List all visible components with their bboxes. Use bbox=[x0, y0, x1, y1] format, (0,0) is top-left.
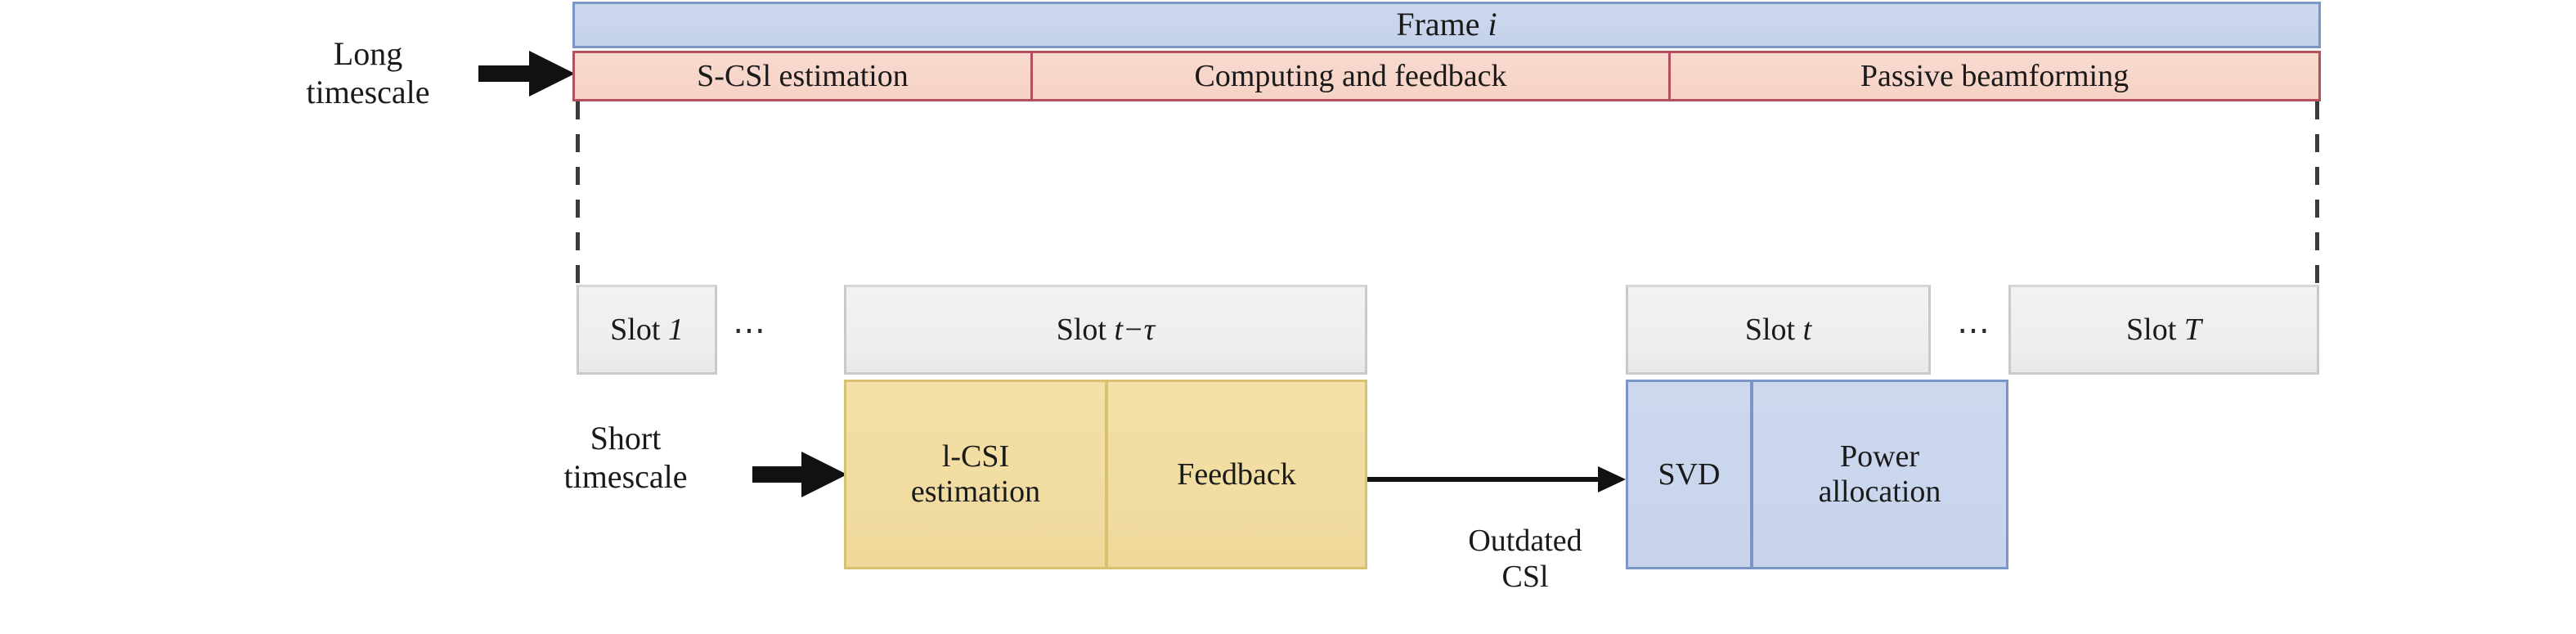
outdated-csi-note: Outdated CSl bbox=[1390, 524, 1660, 595]
task-feedback[interactable]: Feedback bbox=[1106, 380, 1367, 569]
task-power-allocation[interactable]: Power allocation bbox=[1751, 380, 2008, 569]
short-timescale-label-line1: Short bbox=[590, 420, 662, 456]
frame-bar: Frame i bbox=[572, 2, 2321, 48]
phase-divider-2 bbox=[1668, 53, 1671, 99]
phase-divider-1 bbox=[1030, 53, 1033, 99]
short-timescale-label: Short timescale bbox=[499, 419, 752, 496]
task-l-csi-estimation-label: l-CSI estimation bbox=[910, 439, 1041, 509]
slot-box-T-label: Slot T bbox=[2126, 312, 2201, 347]
frame-index-italic: i bbox=[1488, 6, 1497, 43]
outdated-csi-arrow-icon bbox=[1367, 466, 1626, 492]
dashed-guide-right bbox=[2315, 101, 2319, 283]
slot-box-T[interactable]: Slot T bbox=[2008, 285, 2319, 375]
slot-ellipsis-left: ⋯ bbox=[726, 285, 775, 375]
long-timescale-label: Long timescale bbox=[245, 34, 491, 111]
slot-box-1[interactable]: Slot 1 bbox=[577, 285, 717, 375]
phase-computing-and-feedback[interactable]: Computing and feedback bbox=[1033, 53, 1668, 99]
slot-box-1-label: Slot 1 bbox=[610, 312, 684, 347]
short-timescale-label-line2: timescale bbox=[563, 458, 688, 496]
short-timescale-arrow-icon bbox=[752, 452, 847, 497]
slot-box-t-minus-tau-label: Slot t−τ bbox=[1056, 312, 1156, 347]
frame-bar-label: Frame i bbox=[1396, 6, 1497, 43]
long-timescale-bar: S-CSl estimation Computing and feedback … bbox=[572, 51, 2321, 101]
task-svd-label: SVD bbox=[1658, 456, 1721, 492]
task-feedback-label: Feedback bbox=[1177, 456, 1296, 492]
task-power-allocation-label: Power allocation bbox=[1818, 439, 1941, 509]
task-l-csi-estimation[interactable]: l-CSI estimation bbox=[844, 380, 1107, 569]
phase-s-csi-estimation[interactable]: S-CSl estimation bbox=[575, 53, 1030, 99]
phase-s-csi-estimation-label: S-CSl estimation bbox=[697, 58, 909, 93]
slot-box-t-label: Slot t bbox=[1744, 312, 1812, 347]
phase-passive-beamforming[interactable]: Passive beamforming bbox=[1671, 53, 2318, 99]
outdated-csi-note-line2: CSl bbox=[1501, 559, 1549, 594]
slot-box-t[interactable]: Slot t bbox=[1626, 285, 1931, 375]
slot-ellipsis-left-glyph: ⋯ bbox=[733, 311, 769, 348]
long-timescale-label-line1: Long bbox=[333, 35, 403, 72]
slot-ellipsis-right-glyph: ⋯ bbox=[1957, 311, 1993, 348]
long-timescale-arrow-icon bbox=[478, 51, 575, 97]
phase-passive-beamforming-label: Passive beamforming bbox=[1860, 58, 2129, 93]
slot-ellipsis-right: ⋯ bbox=[1950, 285, 1999, 375]
phase-computing-and-feedback-label: Computing and feedback bbox=[1194, 58, 1507, 93]
long-timescale-label-line2: timescale bbox=[306, 74, 430, 111]
dashed-guide-left bbox=[576, 101, 580, 283]
slot-box-t-minus-tau[interactable]: Slot t−τ bbox=[844, 285, 1367, 375]
outdated-csi-note-line1: Outdated bbox=[1468, 524, 1582, 558]
task-svd[interactable]: SVD bbox=[1626, 380, 1752, 569]
